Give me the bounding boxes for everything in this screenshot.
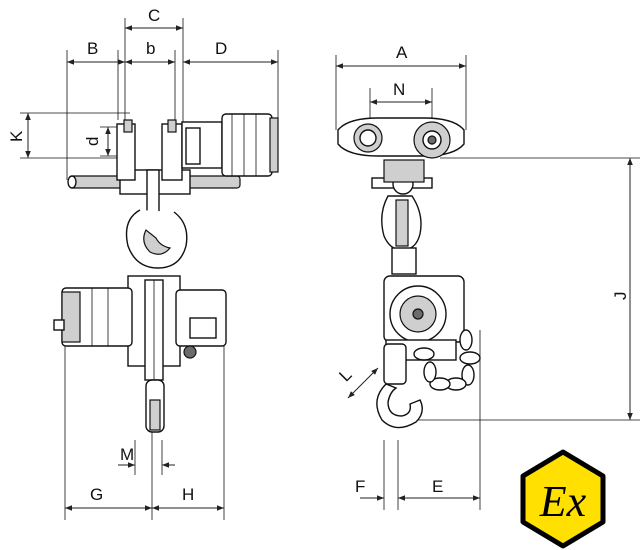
label-D: D: [215, 39, 227, 58]
label-A: A: [396, 43, 408, 62]
label-L: L: [335, 365, 355, 385]
label-C: C: [148, 6, 160, 25]
label-M: M: [120, 445, 134, 464]
slack-chain: [413, 329, 481, 391]
label-J: J: [611, 292, 630, 301]
label-d: d: [83, 137, 102, 146]
ex-mark-text: Ex: [539, 477, 587, 526]
label-K: K: [7, 130, 26, 142]
label-F: F: [355, 477, 365, 496]
label-G: G: [90, 485, 103, 504]
label-N: N: [393, 80, 405, 99]
label-b: b: [146, 39, 155, 58]
ex-mark: Ex: [520, 449, 606, 549]
label-B: B: [87, 39, 98, 58]
side-view: [20, 18, 279, 520]
label-H: H: [182, 485, 194, 504]
front-view: [335, 55, 640, 510]
label-E: E: [432, 477, 443, 496]
